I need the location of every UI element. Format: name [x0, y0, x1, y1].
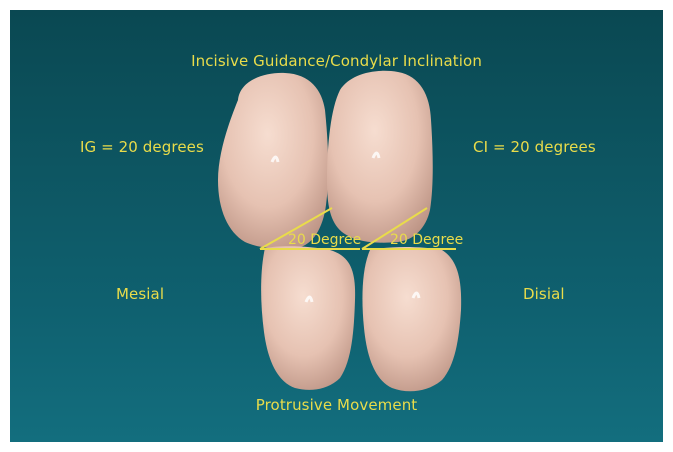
left-angle-label: 20 Degree — [288, 232, 361, 248]
diagram-frame: Incisive Guidance/Condylar Inclination I… — [10, 10, 663, 442]
lower-right-tooth — [362, 247, 461, 391]
right-angle-label: 20 Degree — [390, 232, 463, 248]
teeth-illustration: 20 Degree 20 Degree — [10, 10, 663, 442]
lower-left-tooth — [261, 246, 355, 390]
